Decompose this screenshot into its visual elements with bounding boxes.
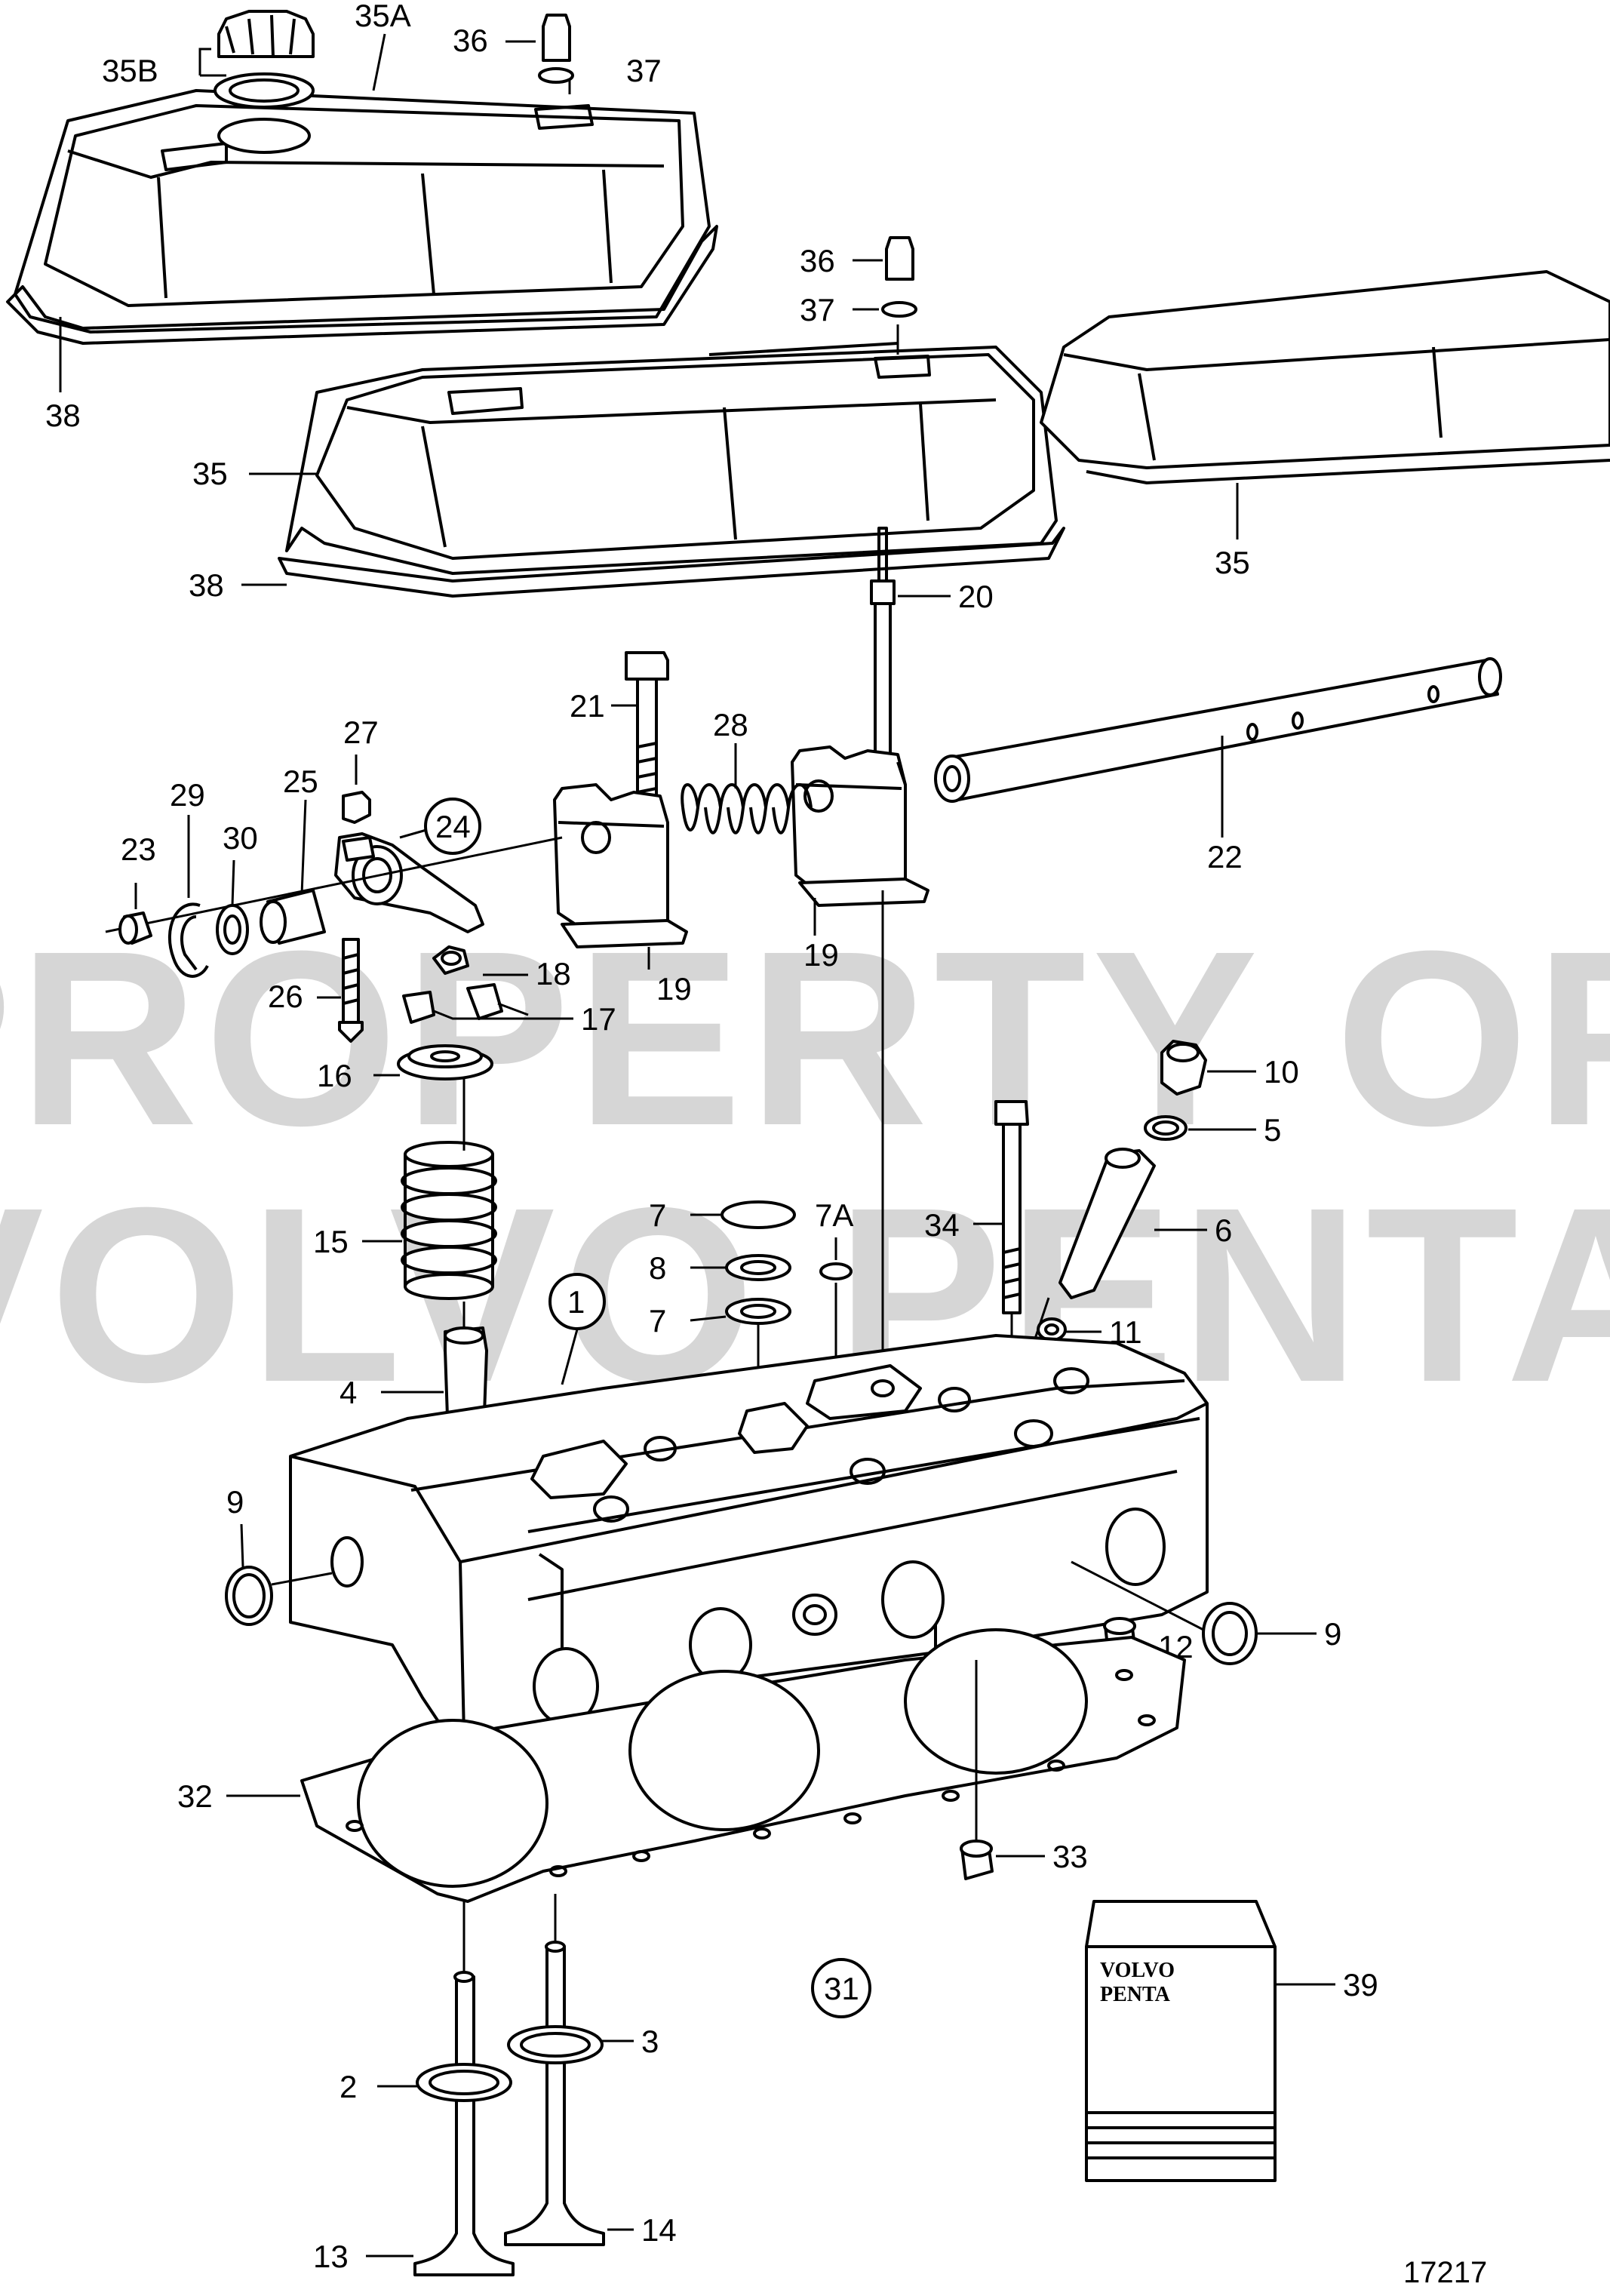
callout-7A: 7A [815, 1197, 853, 1233]
callout-37-mid: 37 [800, 292, 835, 327]
callout-27: 27 [343, 715, 379, 750]
watermark: PROPERTY OF VOLVO PENTA [0, 899, 1610, 1434]
callout-22: 22 [1207, 839, 1243, 874]
callout-34: 34 [924, 1207, 960, 1243]
callout-32: 32 [177, 1778, 213, 1814]
callout-16: 16 [317, 1058, 352, 1093]
callout-14: 14 [641, 2212, 677, 2248]
callout-38-mid: 38 [189, 567, 224, 603]
callout-21: 21 [570, 688, 605, 724]
callout-18: 18 [536, 956, 571, 991]
rocker-cover-35-right [1040, 270, 1610, 484]
callout-9-right: 9 [1324, 1616, 1341, 1652]
callout-10: 10 [1264, 1054, 1299, 1090]
callout-36-top: 36 [453, 23, 488, 58]
rocker-spring-28 [681, 783, 813, 834]
rocker-cover-35-middle [278, 342, 1065, 598]
rocker-pedestal-19-right [791, 745, 929, 907]
callout-35-mid: 35 [192, 456, 228, 491]
callout-4: 4 [340, 1375, 357, 1410]
callout-25: 25 [283, 764, 318, 799]
callout-24: 24 [435, 809, 471, 844]
inlet-valve-13 [413, 1971, 515, 2276]
callout-7-upper: 7 [649, 1197, 666, 1233]
figure-number: 17217 [1403, 2256, 1487, 2289]
head-gasket-32 [300, 1628, 1186, 1903]
callout-28: 28 [713, 707, 748, 742]
rocker-cover-35a [6, 10, 718, 345]
gasket-kit-box-39: VOLVO PENTA [1085, 1900, 1277, 2182]
callout-9-left: 9 [226, 1484, 244, 1520]
callout-23: 23 [121, 831, 156, 867]
callout-26: 26 [268, 979, 303, 1014]
callout-19-left: 19 [656, 971, 692, 1007]
rocker-arm-24 [334, 832, 484, 933]
callout-19-right: 19 [803, 937, 839, 973]
callout-30: 30 [223, 820, 258, 856]
callout-1: 1 [567, 1284, 585, 1320]
callout-38-top: 38 [45, 398, 81, 433]
valve-spring-15 [401, 1141, 497, 1300]
callout-35-right: 35 [1215, 545, 1250, 580]
callout-35A: 35A [355, 0, 411, 33]
callout-7-lower: 7 [649, 1303, 666, 1339]
injector-6 [1037, 1040, 1207, 1342]
callout-39: 39 [1343, 1967, 1378, 2002]
exhaust-valve-14 [504, 1941, 605, 2246]
callout-6: 6 [1215, 1213, 1232, 1248]
rocker-shaft-22 [934, 657, 1502, 803]
callout-8: 8 [649, 1250, 666, 1286]
box-label-line-1: VOLVO [1100, 1959, 1175, 1982]
rocker-pedestal-19-left [553, 783, 688, 948]
box-label-line-2: PENTA [1100, 1983, 1171, 2006]
watermark-line-1: PROPERTY OF [0, 899, 1610, 1177]
callout-36-mid: 36 [800, 243, 835, 278]
callout-20: 20 [958, 579, 994, 614]
callout-31: 31 [824, 1971, 859, 2006]
callout-15: 15 [313, 1224, 349, 1259]
callout-3: 3 [641, 2024, 659, 2059]
callout-17: 17 [581, 1001, 616, 1037]
callout-37-top: 37 [626, 53, 662, 88]
callout-5: 5 [1264, 1112, 1281, 1148]
cylinder-head-1 [289, 1334, 1209, 1744]
callout-13: 13 [313, 2239, 349, 2274]
callout-2: 2 [340, 2069, 357, 2104]
callout-35B: 35B [102, 53, 158, 88]
callout-33: 33 [1052, 1839, 1088, 1874]
callout-29: 29 [170, 777, 205, 813]
